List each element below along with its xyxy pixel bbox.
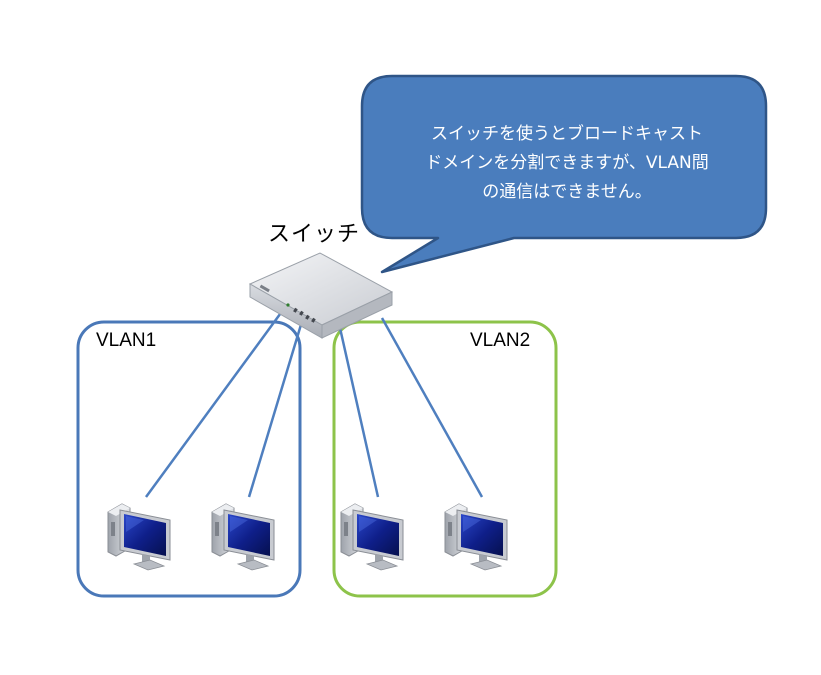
desktop-computer-icon-4 <box>444 503 508 571</box>
vlan2-label: VLAN2 <box>470 330 531 351</box>
desktop-computer-icon-2 <box>211 503 275 571</box>
callout-bubble <box>360 74 768 274</box>
desktop-computer-icon-3 <box>340 503 404 571</box>
callout-line-1: スイッチを使うとブロードキャスト <box>431 124 703 144</box>
link-line-pc1 <box>144 309 285 498</box>
link-line-pc3 <box>338 327 380 498</box>
network-switch-icon <box>248 252 394 339</box>
vlan1-label: VLAN1 <box>96 330 157 351</box>
callout-line-2: ドメインを分割できますが、VLAN間 <box>425 153 709 173</box>
switch-label: スイッチ <box>268 222 361 247</box>
link-line-pc2 <box>247 317 305 498</box>
vlan1-boundary <box>76 320 302 598</box>
vlan2-boundary <box>332 320 558 598</box>
callout-text: スイッチを使うとブロードキャスト ドメインを分割できますが、VLAN間 の通信は… <box>372 120 762 207</box>
callout-line-3: の通信はできません。 <box>482 182 652 202</box>
link-line-pc4 <box>380 317 484 498</box>
desktop-computer-icon-1 <box>107 503 171 571</box>
